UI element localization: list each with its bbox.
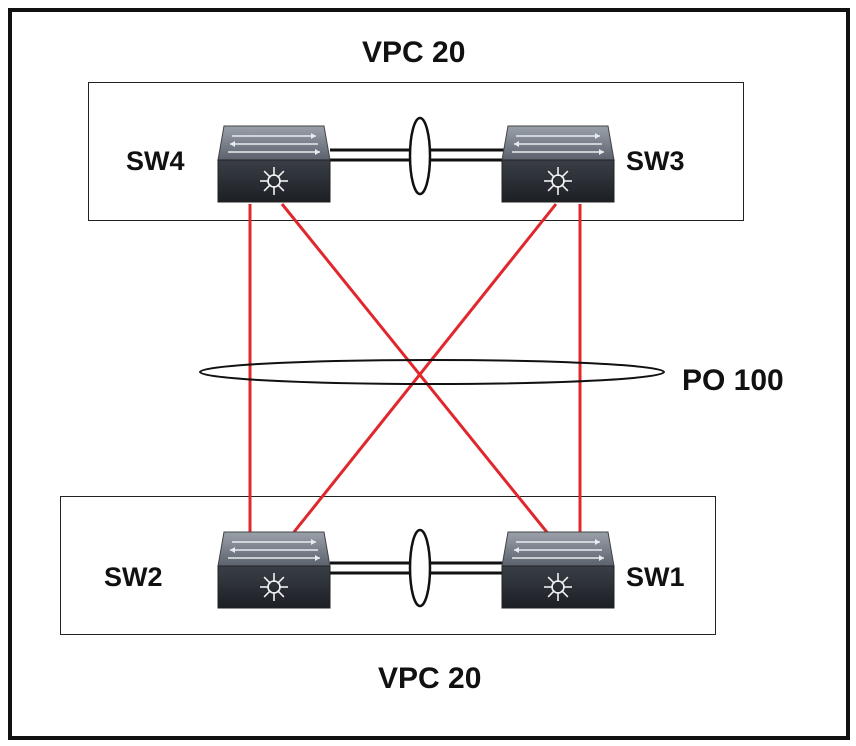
switch-label-sw2: SW2 xyxy=(104,562,163,592)
switch-icon-sw4 xyxy=(217,125,331,203)
switch-icon-sw2 xyxy=(217,531,331,609)
bottom-vpc-title: VPC 20 xyxy=(378,662,482,695)
peer-link-bottom-bundle xyxy=(408,528,432,608)
port-channel-ellipse xyxy=(199,359,665,385)
top-vpc-title: VPC 20 xyxy=(362,36,466,69)
switch-label-sw3: SW3 xyxy=(626,146,685,176)
link-sw4-sw1 xyxy=(280,203,552,537)
link-sw3-sw2 xyxy=(292,203,558,533)
peer-link-top-bundle xyxy=(408,116,432,196)
outer-frame xyxy=(8,8,850,740)
port-channel-label: PO 100 xyxy=(682,364,784,397)
vpc-member-links xyxy=(248,203,582,540)
switch-label-sw4: SW4 xyxy=(126,146,185,176)
switch-icon-sw3 xyxy=(501,125,615,203)
switch-label-sw1: SW1 xyxy=(626,562,685,592)
top-vpc-box xyxy=(88,82,744,221)
switch-icon-sw1 xyxy=(501,531,615,609)
switches xyxy=(217,125,615,609)
